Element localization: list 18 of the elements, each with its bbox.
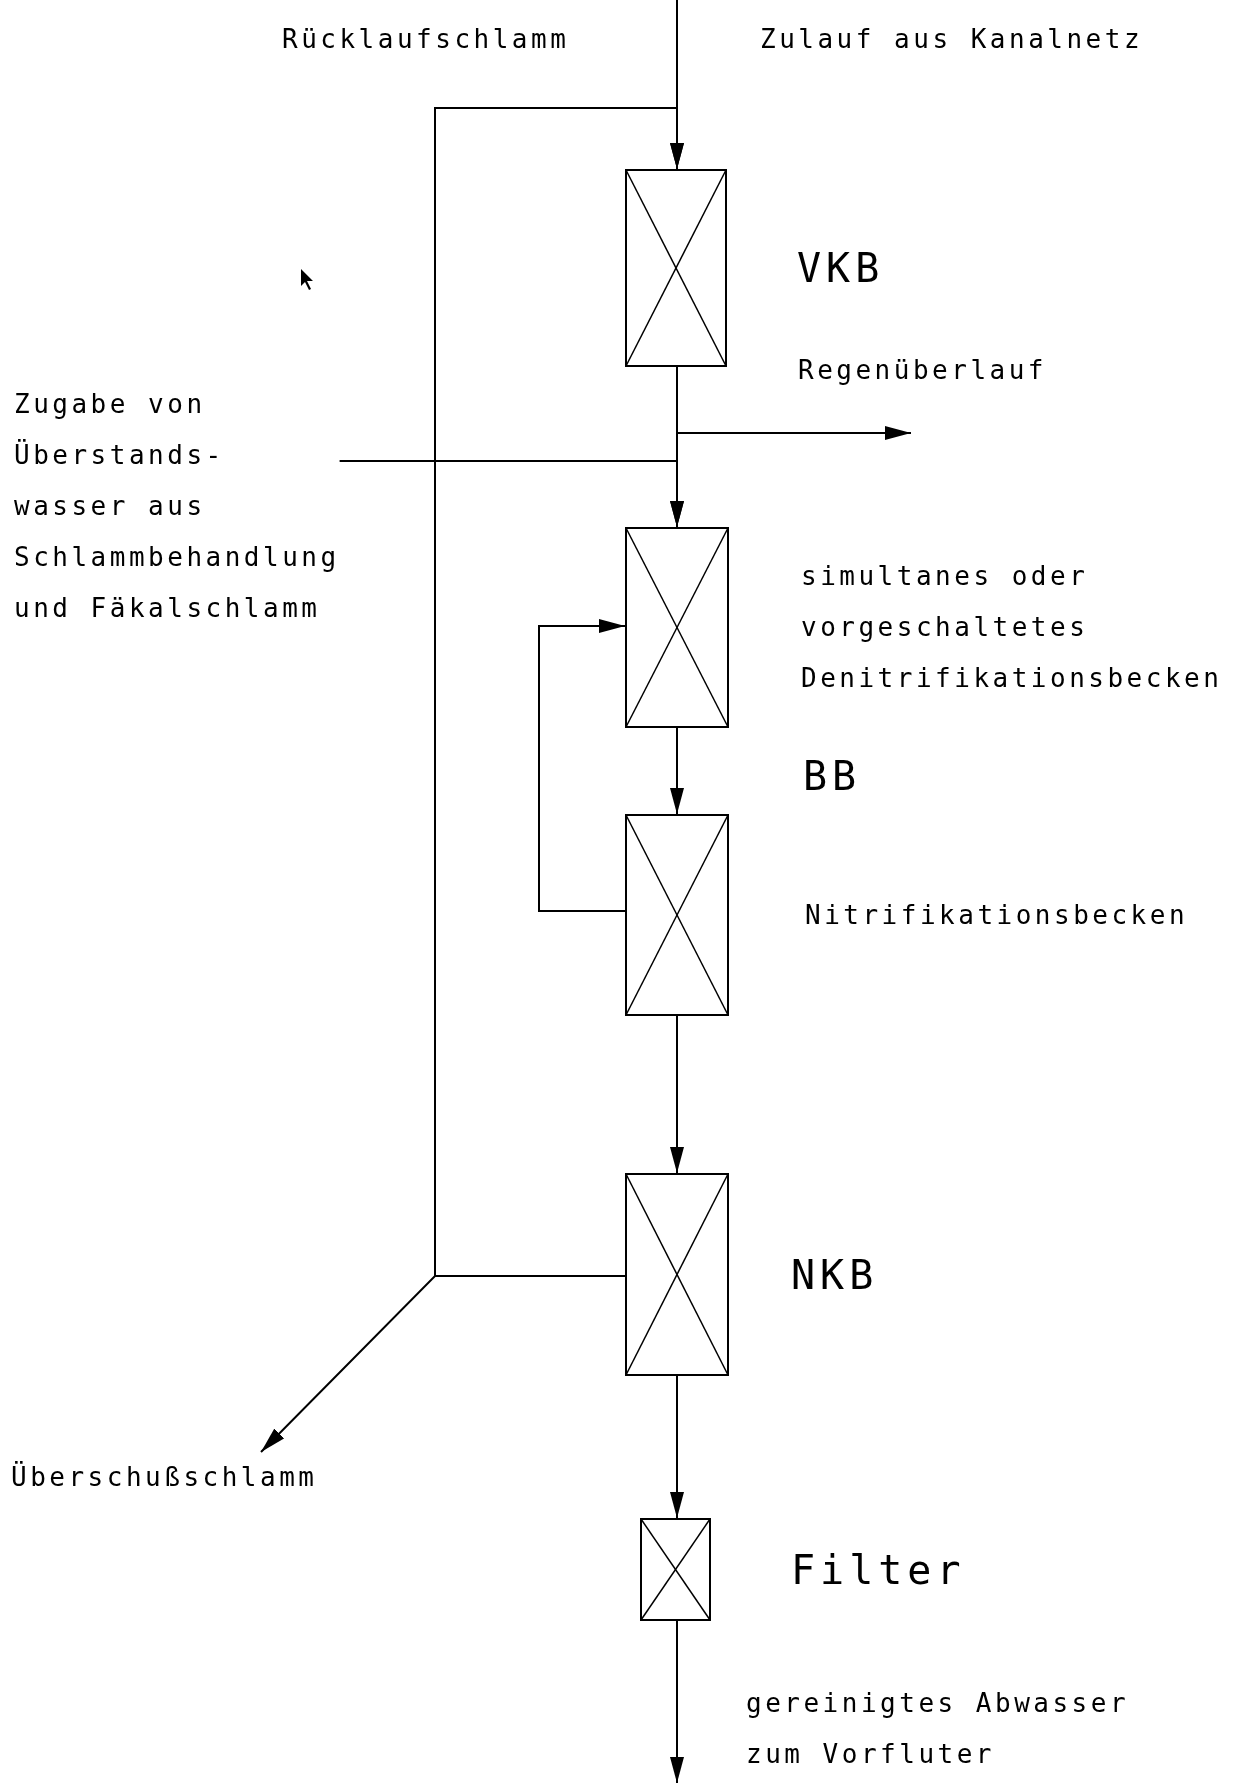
tank-label: Filter (791, 1545, 966, 1594)
tank-label: VKB (797, 244, 885, 292)
tank-label: simultanes oder vorgeschaltetes Denitrifikationsbecken (801, 560, 1223, 695)
arrow (434, 107, 684, 1277)
arrow (670, 727, 684, 815)
arrow (670, 1375, 684, 1519)
arrow (670, 1620, 684, 1784)
edge-label: gereinigtes Abwasser zum Vorfluter (746, 1687, 1131, 1771)
edge-label: Regenüberlauf (798, 354, 1047, 387)
edge-label: Rücklaufschlamm (282, 23, 570, 56)
arrow (670, 1015, 684, 1174)
edge-label: Zulauf aus Kanalnetz (760, 23, 1144, 56)
tank-label: Nitrifikationsbecken (805, 898, 1189, 932)
tank-label: NKB (791, 1250, 879, 1299)
group-label: BB (803, 752, 862, 800)
arrow (538, 619, 626, 912)
stream-label: Zugabe von Überstands- wasser aus Schlammbehandlung und Fäkalschlamm (14, 388, 340, 625)
stream-label: Überschußschlamm (11, 1460, 318, 1494)
